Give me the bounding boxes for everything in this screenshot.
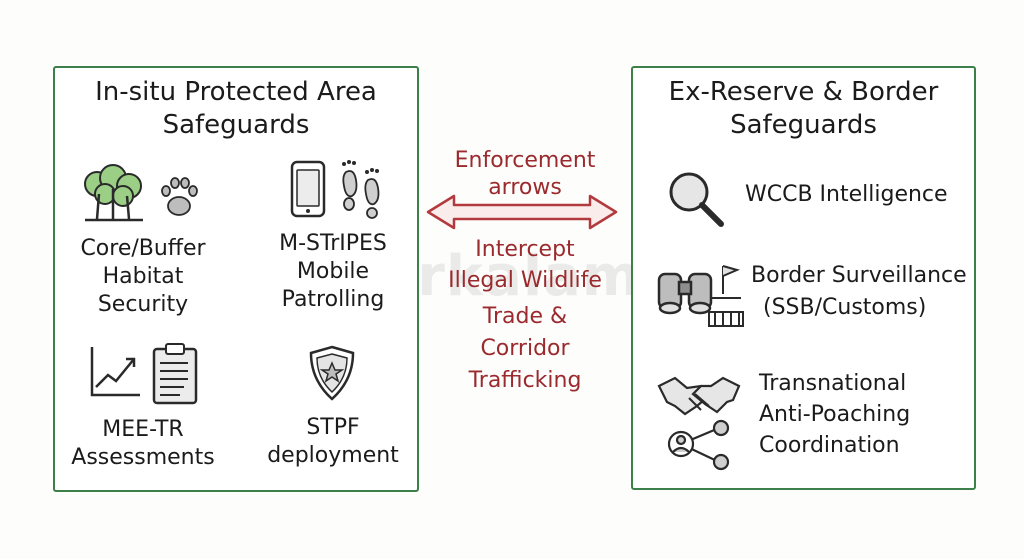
chart-clipboard-icon [90, 343, 198, 405]
center-text-line1: Intercept [475, 237, 575, 262]
border-surveillance-label-line1: Border Surveillance [751, 263, 967, 288]
forest-pawprint-icon [84, 164, 198, 222]
core-buffer-label-line1: Core/Buffer [80, 236, 206, 261]
core-buffer-label-line2: Habitat [102, 264, 184, 289]
in-situ-panel: In-situ Protected Area Safeguards Core/B… [53, 66, 419, 492]
center-text-line4: Corridor [480, 336, 570, 361]
binoculars-checkpoint-icon [657, 265, 744, 327]
mee-tr-label-line2: Assessments [71, 445, 215, 470]
magnifier-icon [669, 172, 724, 227]
ex-reserve-panel: Ex-Reserve & Border Safeguards WCCB Inte… [631, 66, 976, 490]
center-text-line5: Trafficking [468, 368, 582, 393]
border-surveillance-label-line2: (SSB/Customs) [763, 295, 927, 320]
enforcement-heading-line2: arrows [488, 175, 562, 200]
ex-reserve-panel-title-line1: Ex-Reserve & Border [668, 77, 939, 107]
center-text-line2: Illegal Wildlife [448, 268, 602, 293]
transnational-label-line1: Transnational [759, 371, 907, 396]
in-situ-panel-title-line1: In-situ Protected Area [95, 77, 377, 107]
stpf-label-line2: deployment [267, 443, 399, 468]
enforcement-heading-line1: Enforcement [454, 148, 596, 173]
stpf-label-line1: STPF [306, 415, 360, 440]
mstripes-label-line2: Mobile [296, 259, 370, 284]
ex-reserve-panel-title-line2: Safeguards [730, 110, 877, 140]
double-headed-arrow [426, 194, 618, 230]
center-text-line3: Trade & [482, 304, 568, 329]
mstripes-label-line3: Patrolling [281, 287, 385, 312]
mee-tr-label-line1: MEE-TR [102, 417, 184, 442]
core-buffer-label-line3: Security [97, 292, 189, 317]
phone-footprints-icon [290, 160, 380, 219]
handshake-network-icon [657, 376, 741, 471]
in-situ-panel-title-line2: Safeguards [162, 110, 310, 140]
mstripes-label-line1: M-STrIPES [279, 231, 387, 256]
police-badge-icon [309, 345, 355, 401]
wccb-label: WCCB Intelligence [745, 182, 948, 207]
transnational-label-line2: Anti-Poaching [759, 402, 911, 427]
transnational-label-line3: Coordination [759, 433, 900, 458]
